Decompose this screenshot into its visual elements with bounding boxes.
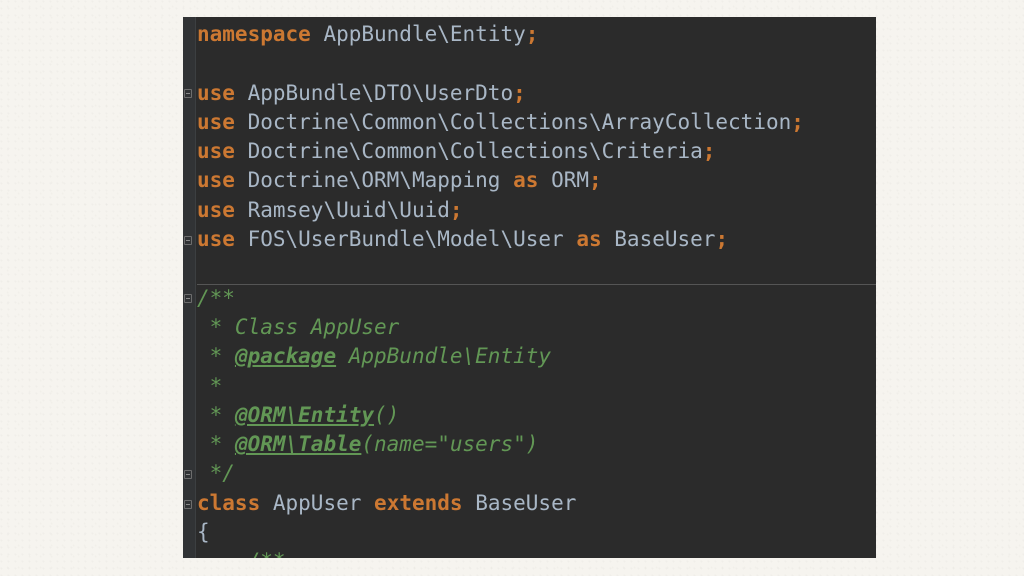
editor-gutter (183, 17, 196, 558)
code-line-doc: * @ORM\Table(name="users") (197, 430, 876, 459)
code-line-class: class AppUser extends BaseUser (197, 489, 876, 518)
code-line-doc: * @package AppBundle\Entity (197, 342, 876, 371)
keyword-extends: extends (374, 490, 463, 515)
code-line-blank (197, 49, 876, 78)
code-line-doc: * (197, 372, 876, 401)
keyword-use: use (197, 168, 235, 193)
doc-tag-package: @package (234, 344, 337, 369)
semicolon: ; (589, 168, 602, 193)
code-lines: namespace AppBundle\Entity; use AppBundl… (197, 20, 876, 558)
code-editor[interactable]: namespace AppBundle\Entity; use AppBundl… (183, 17, 876, 558)
use-path: Doctrine\ORM\Mapping (247, 168, 501, 193)
namespace-name: AppBundle\Entity (323, 22, 526, 46)
class-name: AppUser (272, 490, 362, 515)
code-line-doc-open: /** (197, 284, 876, 313)
use-path: Ramsey\Uuid\Uuid (247, 197, 450, 222)
doc-tag-orm-entity: @ORM\Entity (234, 402, 375, 427)
code-line-partial: /** (197, 547, 876, 558)
code-line-use: use Doctrine\Common\Collections\Criteria… (197, 137, 876, 166)
fold-marker-icon[interactable] (184, 500, 192, 509)
code-line-use: use Ramsey\Uuid\Uuid; (197, 196, 876, 225)
code-line-use: use FOS\UserBundle\Model\User as BaseUse… (197, 225, 876, 254)
doc-star: * (197, 344, 235, 369)
keyword-use: use (197, 139, 235, 164)
use-path: Doctrine\Common\Collections\ArrayCollect… (247, 109, 792, 134)
code-line-doc-close: */ (197, 459, 876, 488)
use-path: AppBundle\DTO\UserDto (247, 80, 514, 105)
open-brace: { (197, 520, 210, 545)
use-path: Doctrine\Common\Collections\Criteria (247, 139, 703, 164)
doc-star: * (197, 373, 223, 398)
semicolon: ; (513, 80, 526, 105)
keyword-class: class (197, 490, 261, 515)
fold-marker-icon[interactable] (184, 470, 192, 479)
doc-tag-orm-table: @ORM\Table (234, 432, 362, 457)
use-alias: BaseUser (614, 227, 716, 252)
keyword-as: as (513, 168, 539, 193)
doc-class-line: * Class AppUser (197, 314, 400, 339)
code-line-use: use Doctrine\Common\Collections\ArrayCol… (197, 108, 876, 137)
fold-marker-icon[interactable] (184, 89, 192, 98)
doc-entity-args: () (374, 402, 400, 427)
code-line-use: use AppBundle\DTO\UserDto; (197, 79, 876, 108)
keyword-use: use (197, 197, 235, 222)
code-line-use: use Doctrine\ORM\Mapping as ORM; (197, 166, 876, 195)
code-line-blank (197, 254, 876, 283)
keyword-namespace: namespace (197, 22, 311, 46)
keyword-use: use (197, 227, 235, 252)
semicolon: ; (449, 197, 463, 222)
parent-class-name: BaseUser (475, 490, 577, 515)
use-alias: ORM (551, 168, 590, 193)
keyword-use: use (197, 80, 235, 105)
code-line-brace: { (197, 518, 876, 547)
semicolon: ; (791, 109, 804, 134)
doc-comment-close: */ (197, 461, 235, 486)
code-line-doc: * Class AppUser (197, 313, 876, 342)
doc-comment-open: /** (197, 285, 235, 310)
keyword-use: use (197, 109, 235, 134)
doc-package-value: AppBundle\Entity (336, 344, 552, 369)
doc-star: * (197, 432, 235, 457)
fold-marker-icon[interactable] (184, 236, 192, 245)
code-line-namespace: namespace AppBundle\Entity; (197, 20, 876, 49)
semicolon: ; (715, 227, 729, 252)
semicolon: ; (525, 22, 539, 46)
doc-table-args: (name="users") (361, 432, 539, 457)
method-separator (197, 284, 876, 285)
use-path: FOS\UserBundle\Model\User (247, 227, 564, 252)
semicolon: ; (702, 139, 716, 164)
fold-marker-icon[interactable] (184, 294, 192, 303)
code-line-doc: * @ORM\Entity() (197, 401, 876, 430)
doc-comment-open-partial: /** (197, 549, 286, 558)
keyword-as: as (576, 227, 602, 252)
doc-star: * (197, 402, 235, 427)
